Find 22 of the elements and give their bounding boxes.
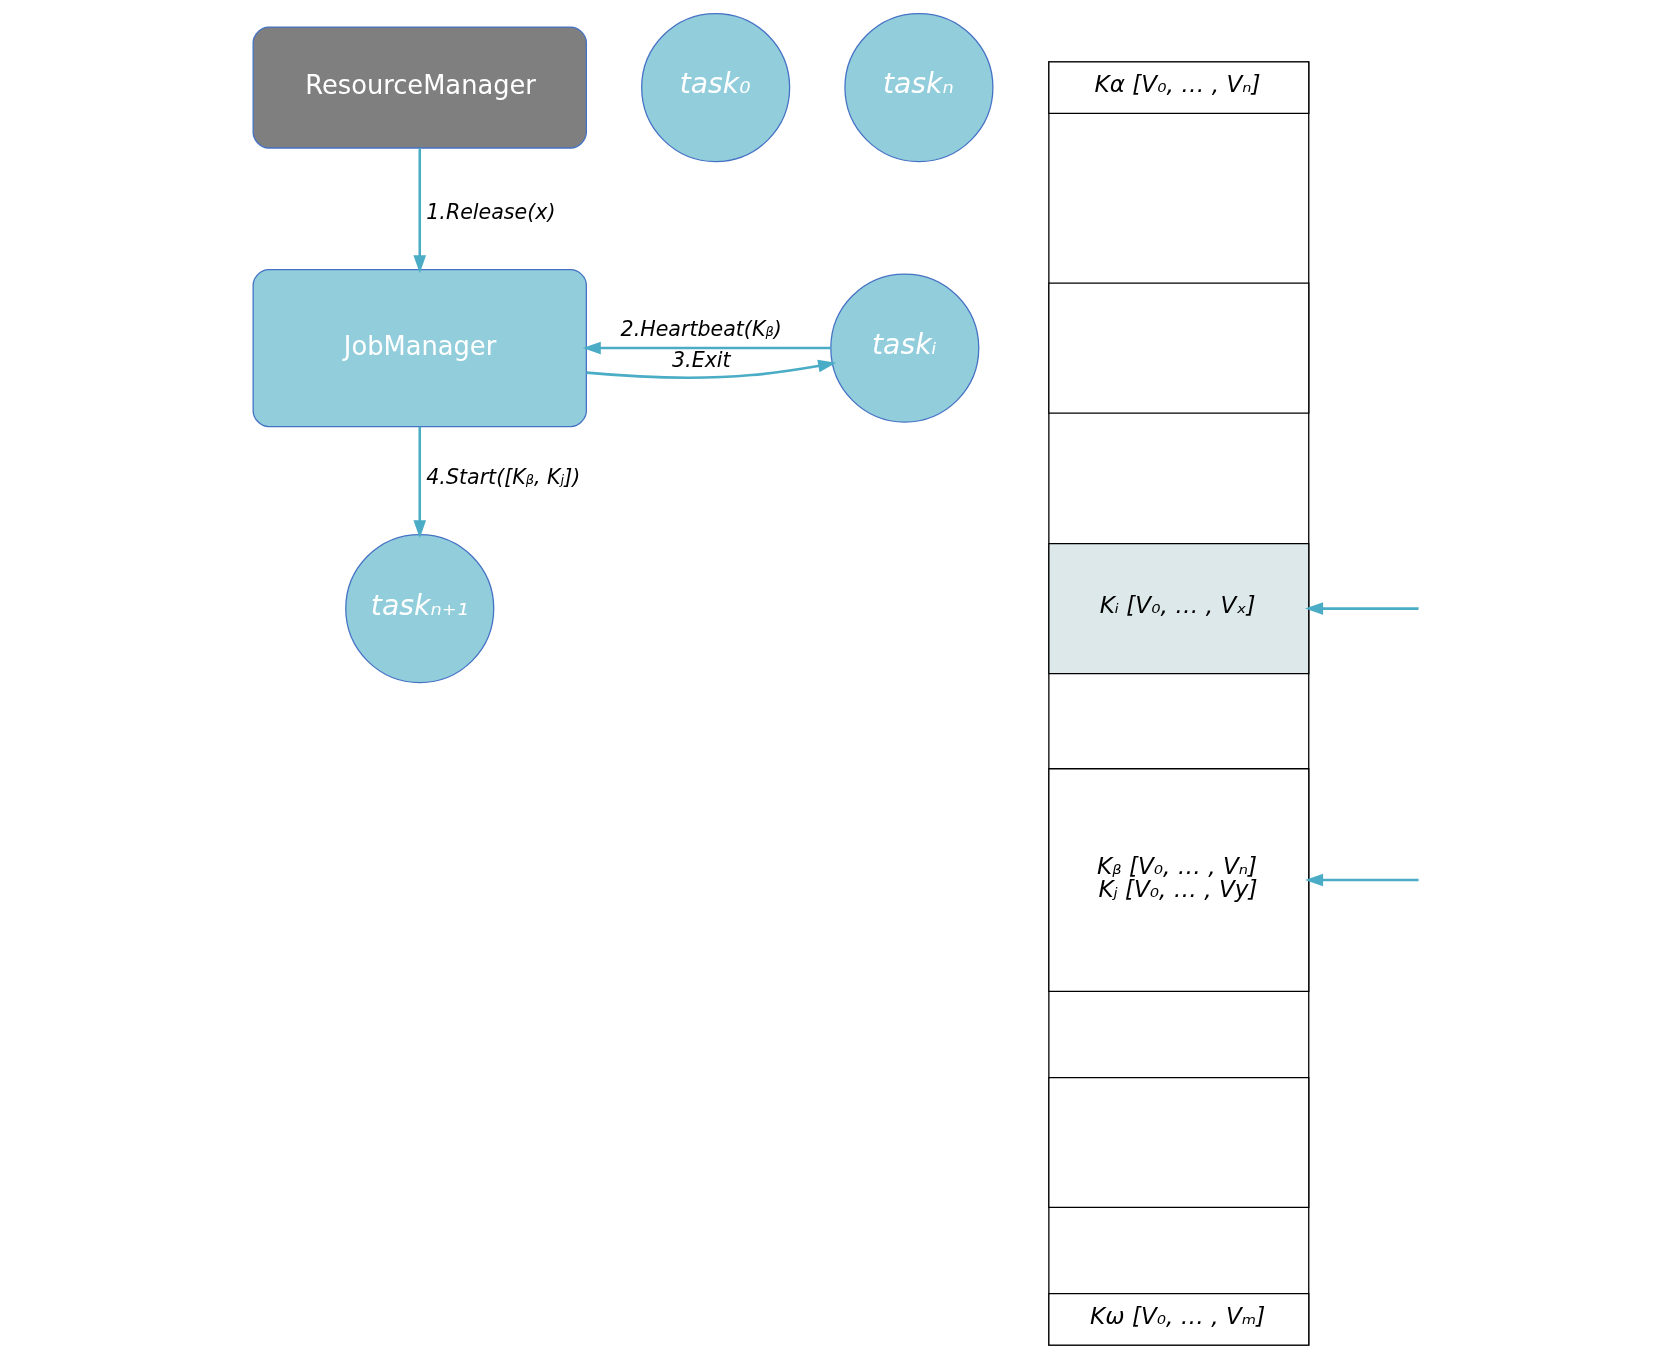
arrow bbox=[585, 359, 836, 379]
node-box: Kᵦ [V₀, … , Vₙ] Kⱼ [V₀, … , Vy] bbox=[1047, 768, 1309, 992]
arrow bbox=[582, 341, 831, 355]
node-box: JobManager bbox=[252, 268, 587, 428]
node-circle: taskₙ bbox=[843, 12, 994, 163]
edge-label: 1.Release(x) bbox=[425, 200, 555, 225]
node-box: ResourceManager bbox=[252, 26, 587, 149]
arrow bbox=[412, 426, 426, 539]
node-box: Kᵢ [V₀, … , Vₓ] bbox=[1047, 542, 1309, 675]
arrow bbox=[1304, 873, 1419, 887]
edge-label: 3.Exit bbox=[671, 348, 731, 373]
node-box bbox=[1047, 1076, 1309, 1209]
node-circle: taskₙ₊₁ bbox=[344, 533, 494, 684]
node-box bbox=[1047, 282, 1309, 414]
node-circle: task₀ bbox=[640, 12, 790, 163]
node-circle: taskᵢ bbox=[829, 273, 979, 423]
edge-label: 2.Heartbeat(Kᵦ) bbox=[620, 317, 782, 342]
arrow bbox=[1304, 602, 1419, 615]
node-box: Kω [V₀, … , Vₘ] bbox=[1047, 1293, 1309, 1346]
arrow bbox=[412, 148, 426, 274]
edge-label: 4.Start([Kᵦ, Kⱼ]) bbox=[425, 465, 580, 490]
node-box: Kα [V₀, … , Vₙ] bbox=[1047, 61, 1309, 114]
